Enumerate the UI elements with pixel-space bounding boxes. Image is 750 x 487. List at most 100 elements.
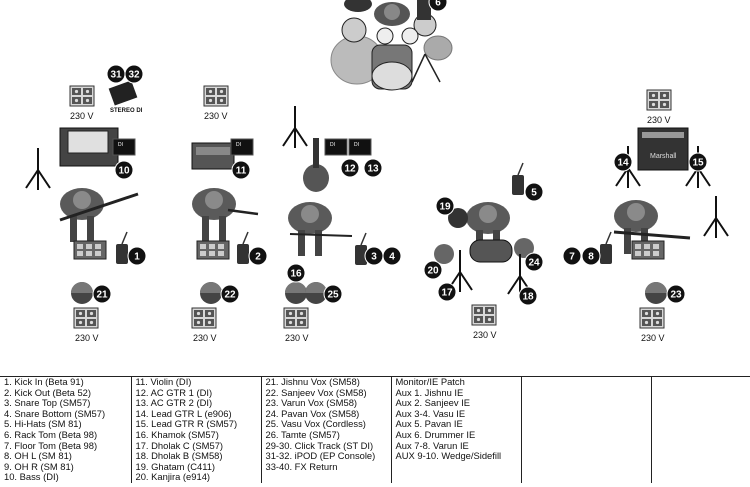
svg-text:230 V: 230 V [75,333,99,343]
patch-line: 23. Varun Vox (SM58) [265,397,358,409]
patch-line: 14. Lead GTR L (e906) [135,407,232,419]
patch-line: Aux 6. Drummer IE [395,428,476,440]
channel-badge: 7 [562,246,582,266]
power-outlet: 230 V [203,85,229,121]
patch-line: 11. Violin (DI) [135,376,192,387]
patch-line: 2. Kick Out (Beta 52) [4,386,92,398]
svg-text:230 V: 230 V [647,115,671,125]
percussion-station [434,162,534,297]
patch-line: 8. OH L (SM 81) [4,450,72,462]
power-outlet: 230 V [283,307,309,343]
patch-line: 18. Dholak B (SM58) [135,450,223,462]
channel-badge-number: 25 [327,290,339,301]
patch-column [651,376,750,483]
channel-badge-number: 18 [522,292,534,303]
patch-line: 29-30. Click Track (ST DI) [265,439,374,451]
channel-badge-number: 24 [528,258,540,269]
patch-line: 1. Kick In (Beta 91) [4,376,84,387]
patch-column [521,376,652,483]
violin-station [191,138,259,304]
patch-table: 1. Kick In (Beta 91)2. Kick Out (Beta 52… [0,376,750,483]
channel-badge-number: 19 [439,202,451,213]
channel-badge: 12 [340,158,360,178]
channel-badge-number: 2 [255,252,261,263]
patch-line: 12. AC GTR 1 (DI) [135,386,213,398]
patch-line: 20. Kanjira (e914) [135,471,211,483]
channel-badge: 23 [666,284,686,304]
channel-badge-number: 1 [134,252,140,263]
input-patch-list: 1. Kick In (Beta 91)2. Kick Out (Beta 52… [0,376,750,487]
patch-line: Aux 5. Pavan IE [395,418,463,430]
patch-line: Monitor/IE Patch [395,376,465,387]
lead-guitar-station: Marshall [599,127,729,304]
bass-station [25,127,139,304]
channel-badge-number: 20 [427,266,439,277]
power-outlet: 230 V [69,85,95,121]
channel-badge-number: 17 [441,288,453,299]
patch-line: Aux 2. Sanjeev IE [395,397,471,409]
channel-badge: 19 [435,196,455,216]
patch-line: 7. Floor Tom (Beta 98) [4,439,98,451]
power-outlet: 230 V [646,89,672,125]
power-outlet: 230 V [471,304,497,340]
patch-line: 19. Ghatam (C411) [135,460,216,472]
channel-badge-number: 11 [236,166,247,177]
channel-badge: 32 [124,64,144,84]
patch-line: 25. Vasu Vox (Cordless) [265,418,366,430]
channel-badge-number: 15 [692,158,704,169]
patch-line: 16. Khamok (SM57) [135,428,219,440]
svg-text:230 V: 230 V [204,111,228,121]
patch-column: 11. Violin (DI)12. AC GTR 1 (DI)13. AC G… [131,376,262,483]
drum-kit [330,0,453,91]
channel-badge-number: 21 [96,290,108,301]
channel-badge: 31 [106,64,126,84]
channel-badge-number: 31 [110,70,122,81]
patch-line: 9. OH R (SM 81) [4,460,74,472]
patch-line: 4. Snare Bottom (SM57) [4,407,106,419]
stage-plot-drawing: DI 230 V 230 V 230 V 230 V 230 V 230 V 2… [25,0,729,343]
channel-badge-number: 4 [389,252,395,263]
patch-line: 3. Snare Top (SM57) [4,397,91,409]
channel-badge-number: 13 [367,164,379,175]
channel-badge: 3 [364,246,384,266]
patch-line: 22. Sanjeev Vox (SM58) [265,386,367,398]
channel-badge-number: 32 [128,70,140,81]
patch-line: 13. AC GTR 2 (DI) [135,397,213,409]
patch-line: 24. Pavan Vox (SM58) [265,407,360,419]
svg-text:230 V: 230 V [70,111,94,121]
patch-line: 5. Hi-Hats (SM 81) [4,418,82,430]
svg-text:230 V: 230 V [641,333,665,343]
power-outlet: 230 V [73,307,99,343]
patch-line: Aux 7-8. Varun IE [395,439,469,451]
power-outlet: 230 V [639,307,665,343]
patch-line: 15. Lead GTR R (SM57) [135,418,238,430]
svg-text:Marshall: Marshall [650,153,677,160]
stereo-di-box: STEREO DI [108,80,143,114]
channel-badge: 1 [127,246,147,266]
svg-text:230 V: 230 V [285,333,309,343]
patch-line: AUX 9-10. Wedge/Sidefill [395,450,502,462]
channel-badge-number: 8 [588,252,594,263]
channel-badge: 4 [382,246,402,266]
acoustic-station [282,105,372,304]
channel-badge: 17 [437,282,457,302]
patch-line: 21. Jishnu Vox (SM58) [265,376,360,387]
patch-line: 31-32. iPOD (EP Console) [265,450,376,462]
channel-badge: 16 [286,263,306,283]
channel-badge-number: 22 [224,290,236,301]
channel-badge: 15 [688,152,708,172]
channel-badge: 24 [524,252,544,272]
channel-badge-number: 6 [435,0,441,9]
channel-badge: 14 [613,152,633,172]
channel-badge: 20 [423,260,443,280]
patch-line: 6. Rack Tom (Beta 98) [4,428,98,440]
channel-badge: 13 [363,158,383,178]
channel-badge: 25 [323,284,343,304]
channel-badge-number: 12 [344,164,356,175]
svg-text:STEREO DI: STEREO DI [110,108,143,114]
stage-plot: DI 230 V 230 V 230 V 230 V 230 V 230 V 2… [0,0,750,377]
channel-badge-number: 7 [569,252,575,263]
patch-line: 17. Dholak C (SM57) [135,439,224,451]
patch-line: 33-40. FX Return [265,460,338,472]
